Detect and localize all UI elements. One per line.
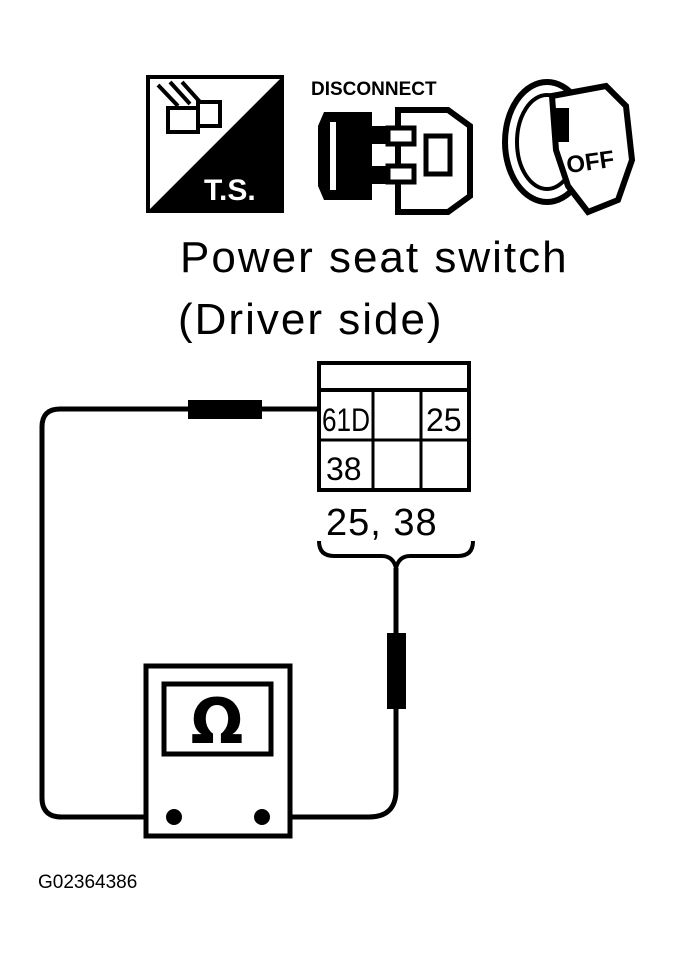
meter-terminal-left xyxy=(166,809,182,825)
title-line-2: (Driver side) xyxy=(178,295,444,344)
ignition-key-off-icon: OFF xyxy=(502,79,636,216)
ohmmeter-icon: Ω xyxy=(143,663,293,839)
meter-terminal-right xyxy=(254,809,270,825)
pin-brace xyxy=(317,540,475,569)
probe-wire-left xyxy=(39,406,319,820)
ohm-symbol: Ω xyxy=(191,685,244,758)
disconnect-label: DISCONNECT xyxy=(311,79,437,100)
probe-handle-left xyxy=(188,400,262,419)
connector-disconnect-icon: DISCONNECT xyxy=(311,79,473,215)
connector-pin-38: 38 xyxy=(326,451,362,487)
pins-under-test-label: 25, 38 xyxy=(326,502,438,544)
probe-wire-right xyxy=(262,568,399,820)
test-switch-icon: T.S. xyxy=(146,75,284,213)
test-switch-label: T.S. xyxy=(204,174,256,207)
ignition-off-label: OFF xyxy=(565,146,616,179)
title-line-1: Power seat switch xyxy=(180,233,569,282)
figure-code: G02364386 xyxy=(38,872,137,893)
connector-id-label: 61D xyxy=(322,402,370,438)
connector-pin-25: 25 xyxy=(426,402,462,438)
connector-block: 61D 25 38 xyxy=(317,361,471,492)
probe-handle-right xyxy=(387,633,406,709)
